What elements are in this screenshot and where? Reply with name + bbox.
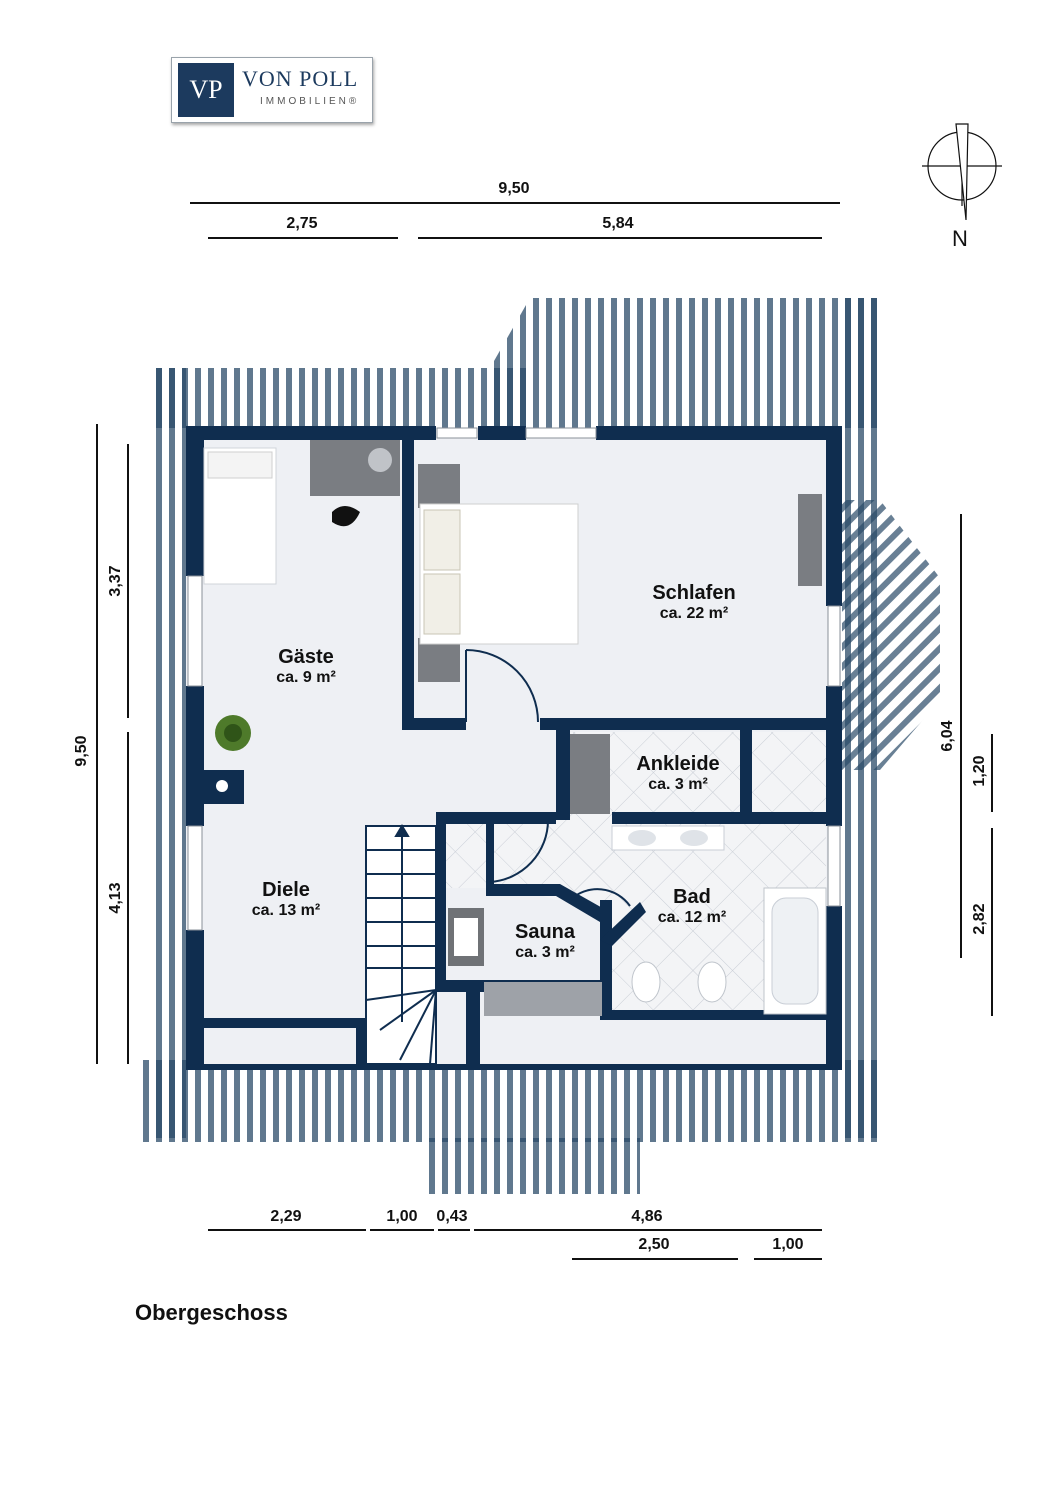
room-ankleide: Ankleide ca. 3 m² — [618, 753, 738, 794]
room-gaeste: Gäste ca. 9 m² — [246, 646, 366, 687]
room-schlafen: Schlafen ca. 22 m² — [624, 582, 764, 623]
room-area: ca. 13 m² — [251, 902, 321, 919]
dim-left-total: 9,50 — [73, 735, 90, 767]
staircase — [365, 824, 437, 1065]
bathroom-tiles — [442, 732, 826, 1018]
walls — [186, 426, 842, 1070]
logo-mark: VP — [178, 63, 234, 117]
furniture — [203, 440, 827, 1016]
room-area: ca. 22 m² — [659, 605, 729, 622]
floor-label: Obergeschoss — [135, 1300, 288, 1325]
dim-right-upper: 1,20 — [971, 755, 988, 787]
dim-left-upper: 3,37 — [107, 565, 124, 597]
room-name: Schlafen — [652, 582, 736, 604]
bathroom-tiles-upper — [742, 732, 826, 818]
room-diele: Diele ca. 13 m² — [226, 879, 346, 920]
logo-name: VON POLL — [242, 66, 359, 91]
dim-bottom-c: 0,43 — [436, 1208, 468, 1225]
dim-top-left: 2,75 — [286, 215, 318, 232]
dim-left-lower: 4,13 — [107, 882, 124, 914]
room-area: ca. 3 m² — [515, 944, 575, 961]
dim-right-total: 6,04 — [939, 720, 956, 752]
room-area: ca. 3 m² — [648, 776, 708, 793]
room-name: Sauna — [514, 921, 576, 943]
dim-right-lower: 2,82 — [971, 903, 988, 935]
dim-top-total: 9,50 — [498, 180, 530, 197]
room-bad: Bad ca. 12 m² — [632, 886, 752, 927]
room-area: ca. 9 m² — [276, 669, 336, 686]
dimension-lines — [96, 202, 993, 1260]
logo-subtitle: IMMOBILIEN® — [260, 96, 360, 107]
dim-bottom-a: 2,29 — [270, 1208, 302, 1225]
dim-bottom-f: 1,00 — [772, 1236, 804, 1253]
dim-top-right: 5,84 — [602, 215, 634, 232]
von-poll-logo: VP VON POLL IMMOBILIEN® — [171, 57, 373, 123]
room-name: Bad — [673, 886, 711, 908]
room-name: Ankleide — [636, 753, 720, 775]
dim-bottom-b: 1,00 — [386, 1208, 418, 1225]
north-label: N — [952, 226, 968, 251]
windows — [187, 427, 841, 931]
room-sauna: Sauna ca. 3 m² — [490, 921, 600, 962]
room-area: ca. 12 m² — [657, 909, 727, 926]
compass-icon — [922, 123, 1002, 221]
room-name: Diele — [262, 879, 310, 901]
dim-bottom-e: 2,50 — [638, 1236, 670, 1253]
doors — [465, 649, 657, 907]
room-name: Gäste — [278, 646, 334, 668]
dim-bottom-d: 4,86 — [631, 1208, 663, 1225]
roof-hatching — [136, 298, 940, 1194]
